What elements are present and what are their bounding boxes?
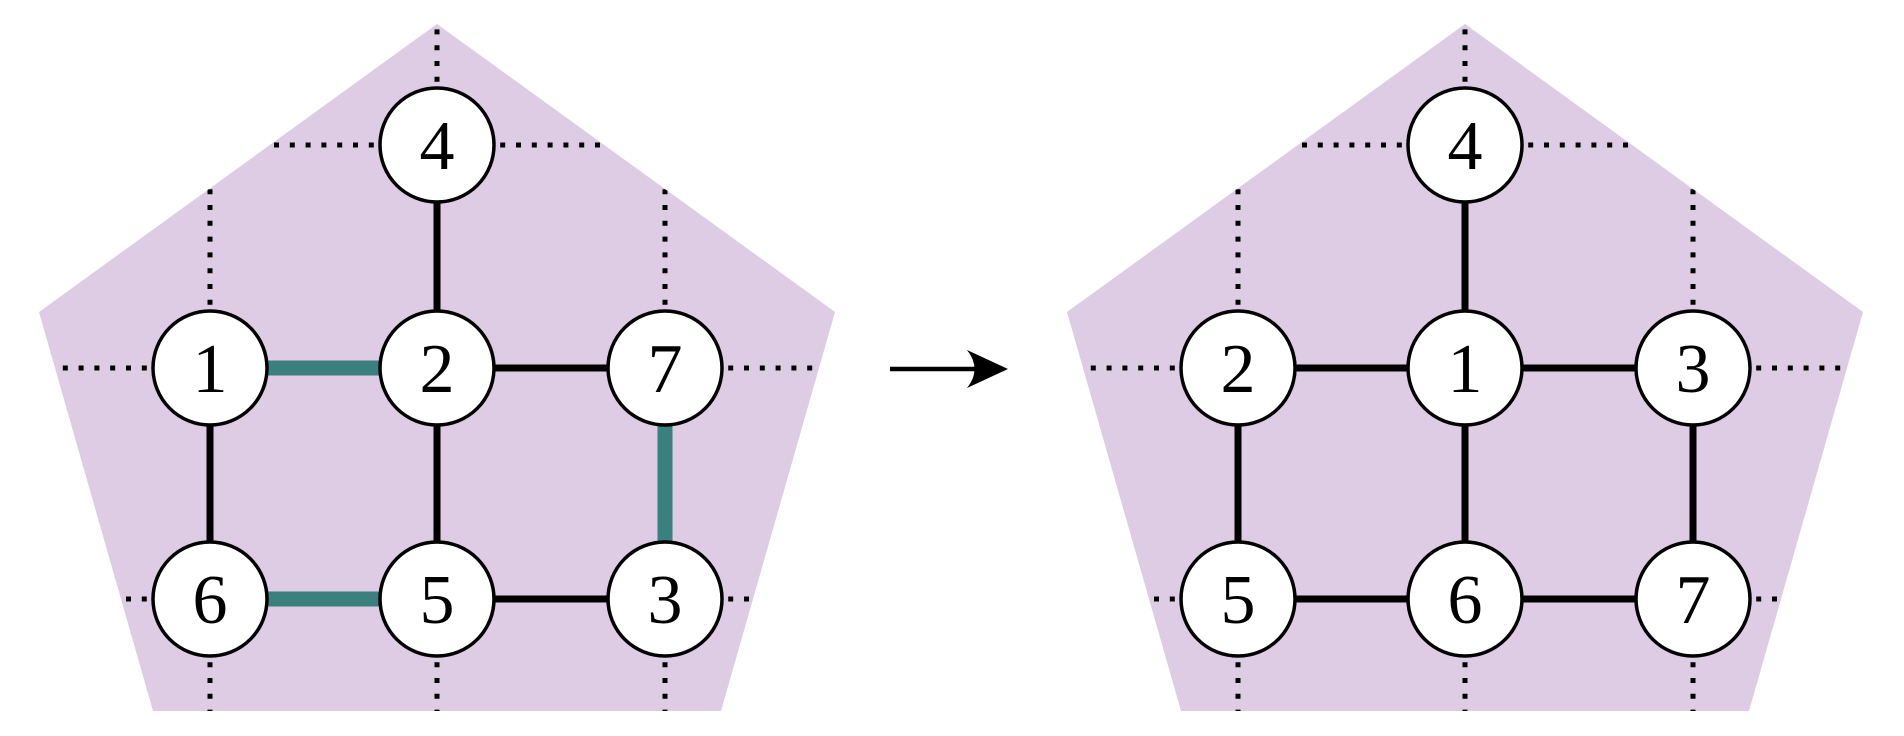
arrow-head bbox=[967, 350, 1008, 388]
node-circle bbox=[151, 540, 269, 658]
node-label: 5 bbox=[420, 562, 455, 639]
node-label: 7 bbox=[1676, 562, 1711, 639]
transition-arrow bbox=[890, 350, 1008, 388]
node-left-graph-7: 7 bbox=[606, 309, 724, 427]
node-circle bbox=[1406, 86, 1524, 204]
node-label: 2 bbox=[1221, 331, 1256, 408]
node-label: 7 bbox=[648, 331, 683, 408]
node-label: 4 bbox=[1448, 108, 1483, 185]
node-left-graph-4: 4 bbox=[378, 86, 496, 204]
node-label: 3 bbox=[648, 562, 683, 639]
node-circle bbox=[1179, 540, 1297, 658]
node-label: 6 bbox=[193, 562, 228, 639]
panel-right-graph: 4 2 1 3 5 6 7 bbox=[1067, 24, 1863, 711]
node-circle bbox=[1634, 540, 1752, 658]
node-label: 1 bbox=[193, 331, 228, 408]
node-right-graph-7: 7 bbox=[1634, 540, 1752, 658]
node-circle bbox=[378, 86, 496, 204]
node-right-graph-6: 6 bbox=[1406, 540, 1524, 658]
node-circle bbox=[1179, 309, 1297, 427]
node-circle bbox=[606, 309, 724, 427]
node-label: 6 bbox=[1448, 562, 1483, 639]
node-label: 1 bbox=[1448, 331, 1483, 408]
node-right-graph-4: 4 bbox=[1406, 86, 1524, 204]
node-circle bbox=[378, 540, 496, 658]
node-left-graph-3: 3 bbox=[606, 540, 724, 658]
node-circle bbox=[1634, 309, 1752, 427]
node-circle bbox=[606, 540, 724, 658]
node-circle bbox=[1406, 540, 1524, 658]
node-left-graph-1: 1 bbox=[151, 309, 269, 427]
node-right-graph-1: 1 bbox=[1406, 309, 1524, 427]
node-right-graph-3: 3 bbox=[1634, 309, 1752, 427]
node-label: 2 bbox=[420, 331, 455, 408]
node-circle bbox=[378, 309, 496, 427]
node-left-graph-2: 2 bbox=[378, 309, 496, 427]
node-circle bbox=[1406, 309, 1524, 427]
node-right-graph-2: 2 bbox=[1179, 309, 1297, 427]
panel-left-graph: 4 1 2 7 6 5 3 bbox=[39, 24, 835, 711]
node-label: 3 bbox=[1676, 331, 1711, 408]
node-right-graph-5: 5 bbox=[1179, 540, 1297, 658]
node-left-graph-5: 5 bbox=[378, 540, 496, 658]
node-left-graph-6: 6 bbox=[151, 540, 269, 658]
node-label: 4 bbox=[420, 108, 455, 185]
node-circle bbox=[151, 309, 269, 427]
node-label: 5 bbox=[1221, 562, 1256, 639]
